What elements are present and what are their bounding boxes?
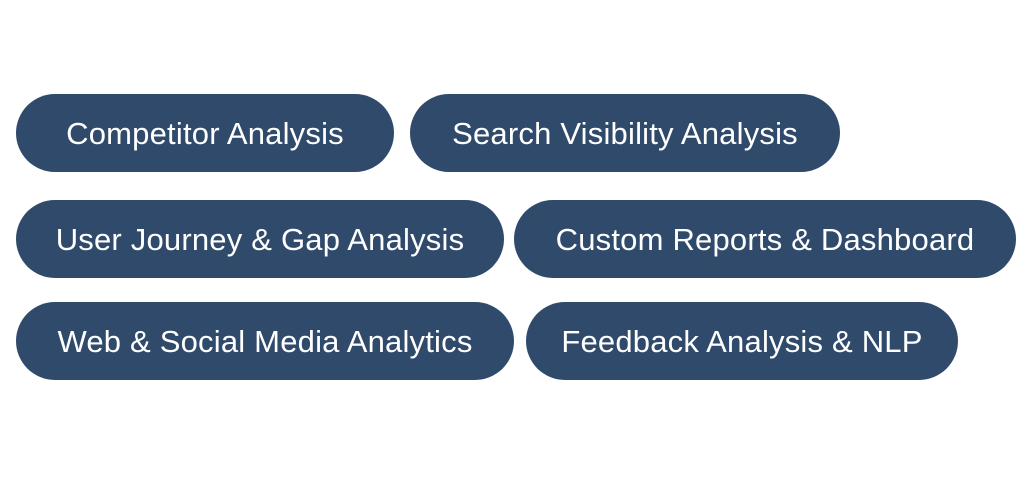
custom-reports-dashboard-tag[interactable]: Custom Reports & Dashboard bbox=[514, 200, 1016, 278]
search-visibility-analysis-label: Search Visibility Analysis bbox=[452, 115, 798, 151]
user-journey-gap-analysis-label: User Journey & Gap Analysis bbox=[55, 221, 465, 257]
feedback-analysis-nlp-label: Feedback Analysis & NLP bbox=[561, 323, 923, 359]
competitor-analysis-label: Competitor Analysis bbox=[66, 115, 344, 151]
feedback-analysis-nlp-tag[interactable]: Feedback Analysis & NLP bbox=[526, 302, 958, 380]
search-visibility-analysis-tag[interactable]: Search Visibility Analysis bbox=[410, 94, 840, 172]
user-journey-gap-analysis-tag[interactable]: User Journey & Gap Analysis bbox=[16, 200, 504, 278]
competitor-analysis-tag[interactable]: Competitor Analysis bbox=[16, 94, 394, 172]
web-social-media-analytics-tag[interactable]: Web & Social Media Analytics bbox=[16, 302, 514, 380]
web-social-media-analytics-label: Web & Social Media Analytics bbox=[57, 323, 473, 359]
custom-reports-dashboard-label: Custom Reports & Dashboard bbox=[555, 221, 975, 257]
